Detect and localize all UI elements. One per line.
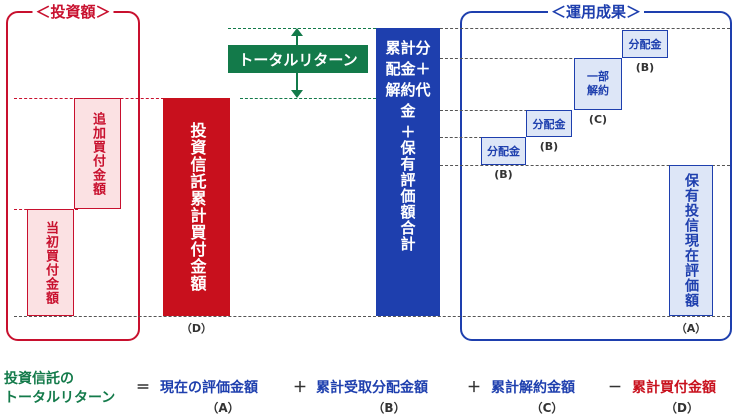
formula-sub-b: （B） (372, 401, 406, 415)
return-frame: ＜運用成果＞ (460, 2, 732, 341)
partial-cancel-text: 一部解約 (587, 70, 609, 97)
total-return-label-box: トータルリターン (228, 45, 368, 73)
formula-term-d: 累計買付金額 (632, 380, 716, 396)
formula-term-a: 現在の評価金額 (160, 380, 258, 396)
distribution-step-3: 分配金 (622, 30, 668, 58)
current-value-text: 保有投信現在評価額 (683, 173, 699, 308)
guide-line-step-2 (440, 110, 572, 111)
formula-lhs-line2: トータルリターン (4, 390, 116, 406)
distribution-step-2-text: 分配金 (532, 117, 566, 131)
cumulative-purchase-bar: 投資信託累計買付金額 (163, 98, 230, 316)
formula-term-c: 累計解約金額 (491, 380, 575, 396)
cumulative-purchase-label: （D） (180, 322, 213, 335)
guide-line-top-right (440, 28, 730, 29)
partial-cancel-step: 一部解約 (574, 58, 622, 110)
return-frame-title: ＜運用成果＞ (547, 2, 645, 22)
investment-frame: ＜投資額＞ (6, 2, 140, 341)
formula-sub-c: （C） (530, 401, 564, 415)
formula-sub-a: （A） (206, 401, 240, 415)
partial-cancel-label: (C) (588, 113, 608, 126)
formula-term-b: 累計受取分配金額 (316, 380, 428, 396)
additional-purchase-box: 追加買付金額 (74, 98, 121, 209)
initial-purchase-box: 当初買付金額 (27, 209, 74, 316)
cumulative-purchase-text: 投資信託累計買付金額 (187, 122, 207, 292)
guide-line-mid-green (240, 98, 376, 99)
formula-lhs: 投資信託の トータルリターン (4, 370, 115, 408)
formula-sub-d: （D） (665, 401, 699, 415)
cumulative-return-text-top: 累計分配金＋解約代金 (385, 39, 431, 120)
distribution-step-2-label: (B) (539, 140, 559, 153)
distribution-step-3-text: 分配金 (628, 38, 662, 51)
guide-line-step-4 (440, 165, 730, 166)
current-value-label: （A） (675, 322, 707, 335)
formula-equals: ＝ (136, 380, 150, 396)
distribution-step-1: 分配金 (481, 137, 526, 165)
formula-plus-2: ＋ (467, 380, 481, 396)
distribution-step-1-label: (B) (494, 168, 513, 181)
total-return-label-text: トータルリターン (238, 50, 358, 69)
investment-frame-title: ＜投資額＞ (32, 2, 114, 22)
guide-line-bottom (14, 316, 730, 317)
cumulative-return-text-bottom: ＋保有評価額合計 (398, 124, 417, 252)
initial-purchase-text: 当初買付金額 (43, 220, 58, 305)
formula-lhs-line1: 投資信託の (4, 371, 74, 387)
formula-plus-1: ＋ (293, 380, 307, 396)
distribution-step-2: 分配金 (526, 110, 572, 137)
formula-minus: － (608, 380, 622, 396)
distribution-step-1-text: 分配金 (487, 145, 520, 158)
guide-line-step-1 (440, 58, 622, 59)
additional-purchase-text: 追加買付金額 (90, 111, 105, 196)
guide-line-top-green (228, 28, 376, 29)
cumulative-return-bar: 累計分配金＋解約代金 ＋保有評価額合計 (376, 28, 440, 316)
current-value-box: 保有投信現在評価額 (669, 165, 713, 316)
distribution-step-3-label: (B) (635, 61, 655, 74)
